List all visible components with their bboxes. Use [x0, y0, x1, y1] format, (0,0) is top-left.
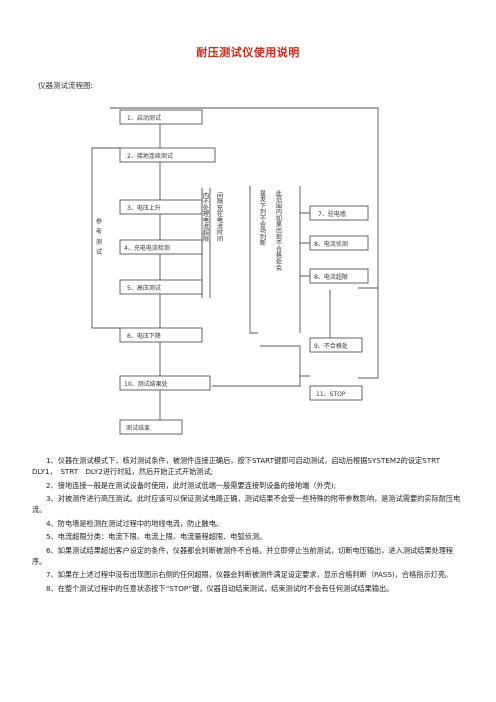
flow-node-current-detect: [309, 235, 369, 251]
flow-node-hv: [119, 279, 203, 295]
flow-node-current-detect-label: 8、电流侦测: [314, 240, 348, 248]
flow-node-start-label: 1、启动测试: [127, 114, 161, 122]
test-flowchart: 1、启动测试 2、接地连续测试 3、电压上升 4、充电电流检测 5、高压测试 6…: [91, 107, 379, 435]
flowchart-intro: 仪器测试流程图:: [38, 81, 94, 90]
flow-node-voltage-down-label: 6、电压下降: [127, 332, 161, 340]
step-4: 4、防电墙是检测在测试过程中的地线电流，防止触电。: [46, 518, 224, 528]
flow-node-hv-label: 5、高压测试: [127, 284, 161, 292]
flow-column-3: 是发下列不会场判断: [259, 190, 266, 247]
step-2: 2、接地连接一般是在测试设备时使用，此时测试低端一般需要连接到设备的接地端（外壳…: [46, 480, 337, 490]
instruction-steps: 1、仪器在测试模式下，核对测试条件，被测件连接正确后，按下START键即可启动测…: [32, 455, 464, 596]
flow-node-fail-label: 9、不合格处: [314, 342, 348, 350]
step-8: 8、在整个测试过程中的任意状态按下“STOP”键，仪器自动结束测试，结束测试时不…: [46, 583, 394, 593]
flow-right-arrows: [212, 212, 331, 387]
flow-node-wall-label: 7、驻电墙: [318, 210, 346, 218]
flow-node-stop-label: 11、STOP: [316, 391, 346, 398]
flow-node-voltage-up-label: 3、电压上升: [127, 204, 161, 212]
step-7: 7、如果在上述过程中没有出现图示右侧的任何超限，仪器会判断被测件满足设定要求，显…: [46, 570, 453, 579]
flow-node-charge-label: 4、充电电流检测: [124, 244, 170, 252]
flow-node-result: [119, 375, 211, 391]
flow-left-loop: [91, 147, 120, 329]
flow-column-2: 间隔充在电流时间: [216, 191, 223, 242]
flow-column-1: 内不处理电流超限: [202, 191, 209, 242]
flow-node-end: [119, 419, 183, 435]
flow-frame: [110, 107, 379, 379]
step-1: 1、仪器在测试模式下，核对测试条件，被测件连接正确后，按下START键即可启动测…: [32, 456, 448, 476]
document-title: 耐压测试仪使用说明: [196, 46, 300, 59]
step-6: 6、如果测试结果超出客户设定的条件，仪器都会判断被测件不合格，并立即停止当前测试…: [32, 545, 454, 566]
step-3: 3、对被测件进行高压测试。此时应该可以保证测试电路正确，测试结果不会受一些特殊的…: [32, 494, 461, 514]
flow-node-voltage-down: [119, 327, 203, 343]
flow-node-end-label: 测试结束: [126, 424, 150, 432]
flow-node-start: [119, 109, 203, 125]
flow-side-label: 参考测试: [95, 217, 102, 258]
flow-node-voltage-up: [119, 199, 203, 215]
flow-node-charge: [119, 239, 203, 255]
flow-node-current-over-label: 8、电流超限: [314, 273, 348, 281]
flow-node-wall: [309, 205, 369, 221]
flow-node-result-label: 10、测试结果处: [124, 380, 168, 388]
flow-node-fail: [309, 337, 363, 353]
flow-node-current-over: [309, 268, 369, 284]
flow-node-ground: [119, 147, 216, 163]
step-5: 5、电流超限分类：电流下限、电流上限、电流量程超限、电弧侦测。: [46, 532, 267, 541]
flow-node-stop: [309, 385, 363, 401]
flow-column-4: 此范围内如果出现不合格处会: [275, 189, 282, 271]
flow-node-ground-label: 2、接地连续测试: [127, 152, 173, 160]
